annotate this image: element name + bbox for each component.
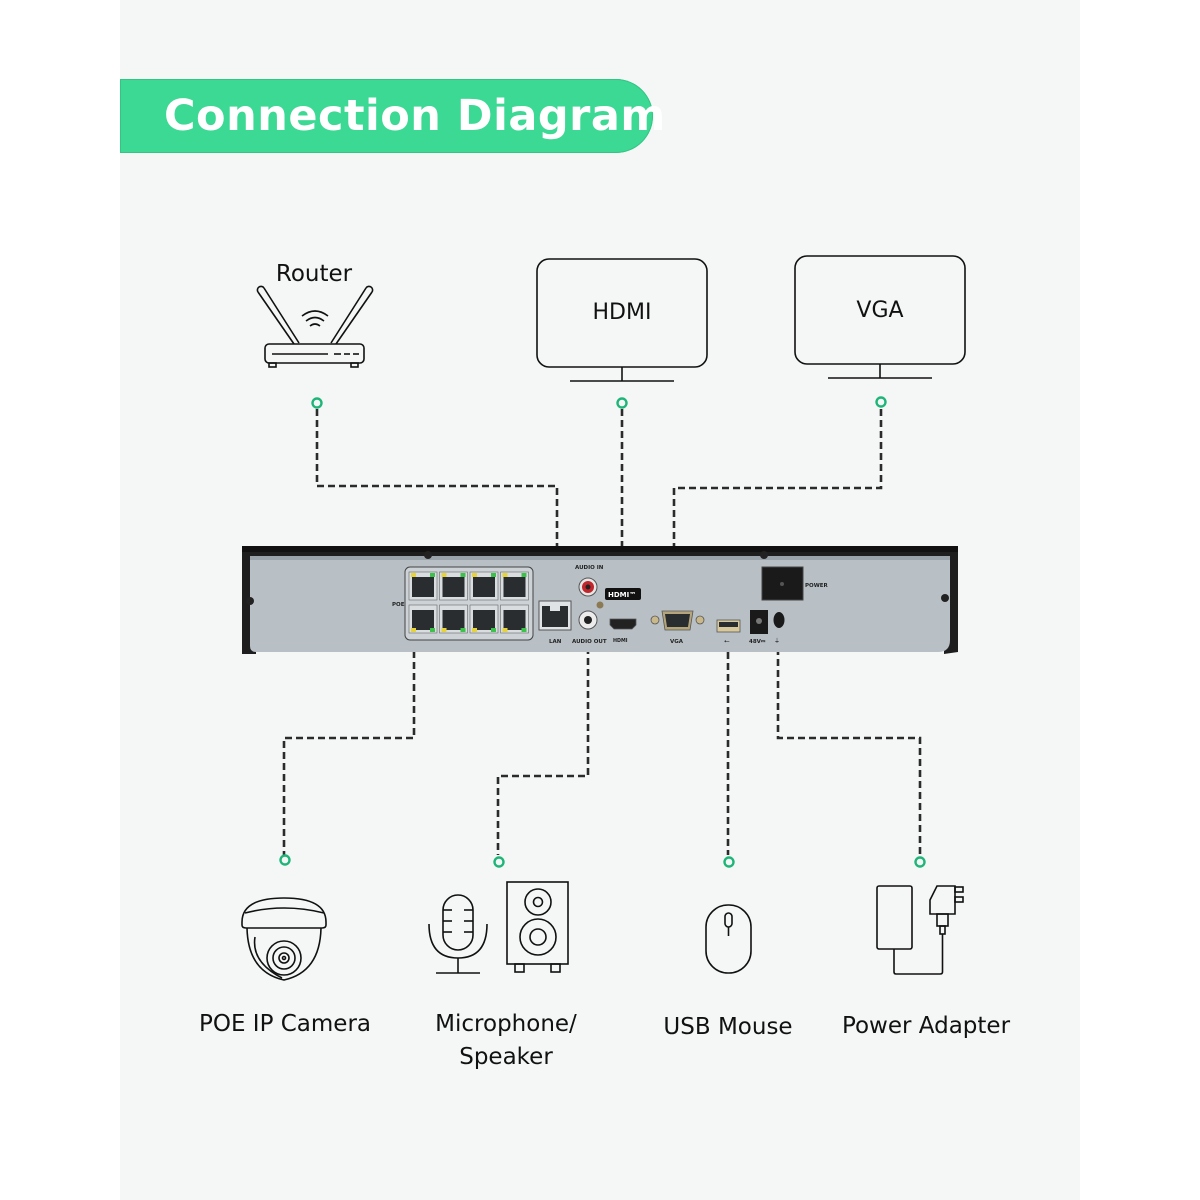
poe-led-activity — [441, 573, 447, 577]
mouse-connector-dot — [723, 856, 735, 868]
audio-out-port — [578, 610, 598, 630]
poe-led-link — [460, 628, 466, 632]
poe-led-activity — [502, 573, 508, 577]
lan-label: LAN — [549, 639, 562, 645]
ground-terminal — [773, 612, 785, 628]
power-adapter-connector-dot — [914, 856, 926, 868]
poe-port — [469, 604, 499, 634]
audio-out-label: AUDIO OUT — [572, 639, 607, 645]
poe-led-activity — [411, 573, 416, 577]
hdmi-monitor-icon — [536, 258, 708, 382]
ground-symbol: ⏚ — [774, 638, 780, 645]
audio-in-label: AUDIO IN — [575, 565, 604, 571]
poe-led-link — [460, 573, 466, 577]
usb-symbol: ⭠ — [724, 637, 730, 645]
poe-led-activity — [411, 628, 416, 632]
poe-led-link — [491, 573, 496, 577]
poe-camera-label: POE IP Camera — [198, 1011, 372, 1037]
hdmi-monitor-label: HDMI — [592, 300, 652, 325]
poe-led-link — [430, 573, 435, 577]
poe-port — [439, 604, 468, 634]
hdmi-label: HDMI — [613, 638, 628, 644]
title-banner: Connection Diagram — [120, 79, 665, 153]
vga-connector-dot — [875, 396, 887, 408]
poe-led-activity — [472, 628, 477, 632]
usb-mouse-label: USB Mouse — [663, 1014, 793, 1040]
poe-port — [408, 571, 438, 601]
vga-connector — [672, 409, 883, 613]
router-icon — [256, 285, 374, 368]
audio-in-port — [578, 577, 598, 597]
router-label: Router — [275, 261, 353, 287]
poe-port — [408, 604, 438, 634]
dc-label: 48V⎓ — [749, 639, 766, 645]
hdmi-badge — [605, 588, 641, 600]
vga-port — [650, 610, 705, 631]
poe-camera-connector — [282, 640, 416, 855]
hdmi-port — [609, 618, 637, 630]
vga-monitor-icon — [794, 255, 966, 379]
poe-port — [500, 604, 529, 634]
mic-speaker-label-line1: Microphone/ — [435, 1011, 577, 1037]
speaker-icon — [506, 881, 569, 973]
poe-led-activity — [502, 628, 508, 632]
mouse-icon — [705, 904, 752, 974]
poe-port — [500, 571, 529, 601]
poe-led-link — [430, 628, 435, 632]
dc-power-port — [750, 610, 768, 634]
nvr-rear-panel: POE LAN AUDIO IN AUDIO OUT HDMI™ HDMI — [242, 546, 958, 654]
poe-label: POE — [392, 602, 405, 608]
power-adapter-icon — [876, 885, 964, 975]
ground-screw — [596, 601, 604, 609]
poe-led-activity — [441, 628, 447, 632]
router-to-lan-connector — [315, 409, 559, 605]
power-adapter-label: Power Adapter — [841, 1013, 1011, 1039]
poe-led-link — [521, 628, 527, 632]
poe-port — [469, 571, 499, 601]
router-connector-dot — [311, 397, 323, 409]
poe-ports — [408, 571, 529, 634]
poe-led-link — [491, 628, 496, 632]
page-title: Connection Diagram — [164, 91, 666, 141]
poe-port — [439, 571, 468, 601]
poe-led-activity — [472, 573, 477, 577]
microphone-icon — [428, 894, 488, 974]
power-switch — [761, 566, 804, 601]
hdmi-badge-text: HDMI™ — [608, 591, 636, 599]
poe-led-link — [521, 573, 527, 577]
power-connector — [776, 615, 922, 855]
vga-label: VGA — [670, 639, 684, 645]
dome-camera-icon — [241, 897, 327, 981]
camera-connector-dot — [279, 854, 291, 866]
usb-port — [716, 619, 741, 633]
hdmi-connector-dot — [616, 397, 628, 409]
audio-connector — [496, 625, 590, 855]
lan-port — [538, 600, 572, 631]
vga-monitor-label: VGA — [856, 298, 904, 323]
power-label: POWER — [805, 583, 829, 589]
mic-speaker-label-line2: Speaker — [459, 1044, 553, 1070]
mic-speaker-connector-dot — [493, 856, 505, 868]
